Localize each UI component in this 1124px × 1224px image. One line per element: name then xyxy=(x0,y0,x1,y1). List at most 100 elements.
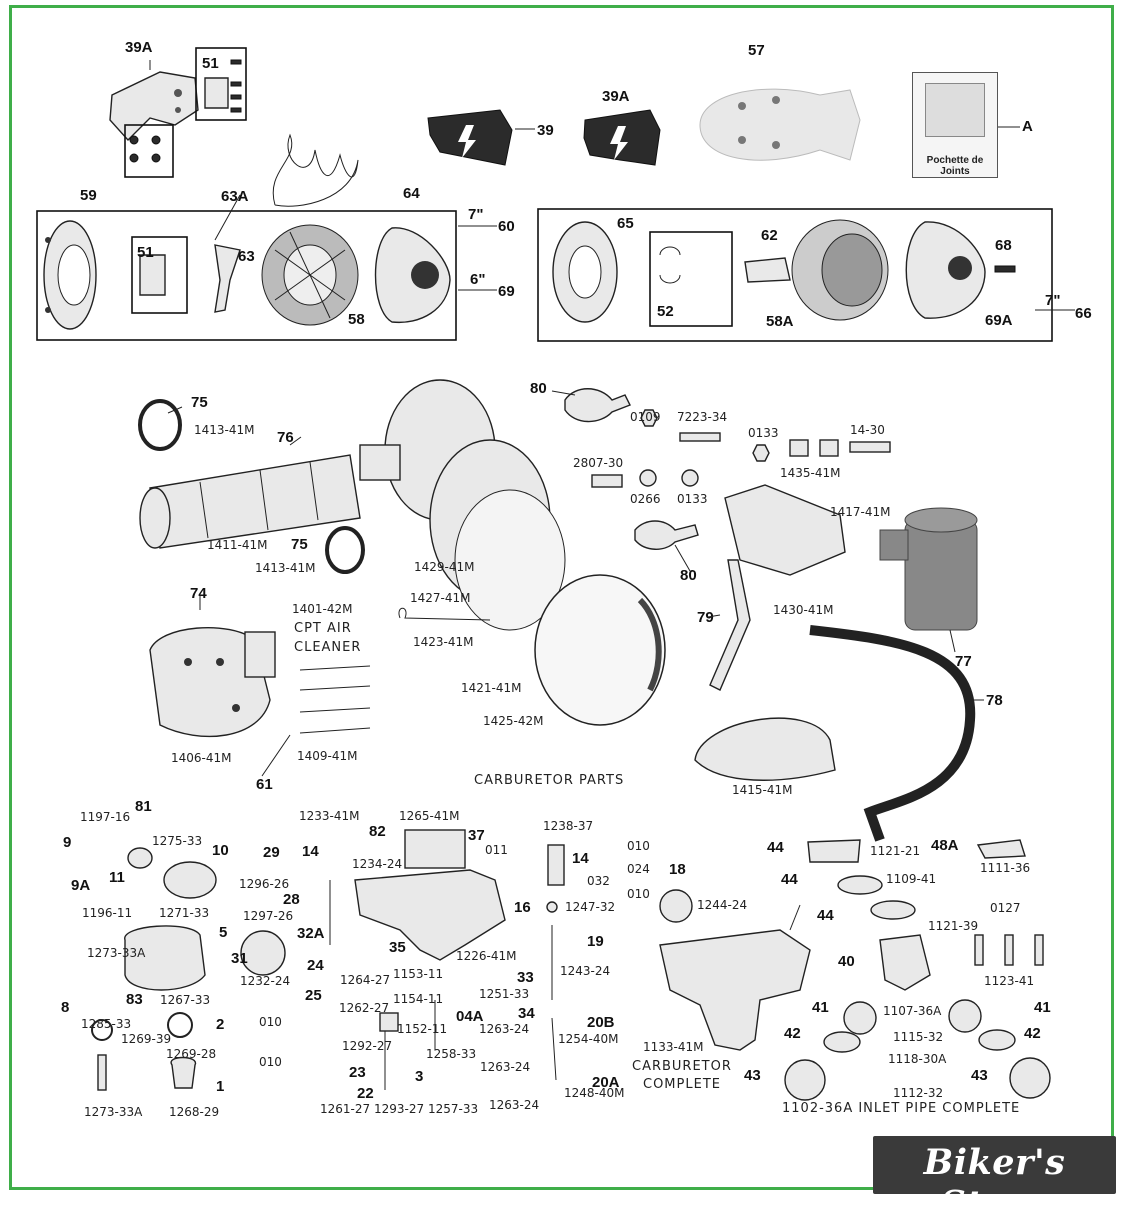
part-label: 1267-33 xyxy=(160,993,210,1007)
part-label: 44 xyxy=(781,871,798,888)
part-label: 65 xyxy=(617,215,634,232)
part-label: 62 xyxy=(761,227,778,244)
part-label: 1406-41M xyxy=(171,751,232,765)
part-label: 1275-33 xyxy=(152,834,202,848)
part-74-adapter xyxy=(149,626,276,738)
part-label: 59 xyxy=(80,187,97,204)
part-label: 1417-41M xyxy=(830,505,891,519)
part-label: 1429-41M xyxy=(414,560,475,574)
part-label: 1226-41M xyxy=(456,949,517,963)
part-76-hose xyxy=(139,454,361,549)
part-1421-41M-cover xyxy=(534,574,666,726)
air-cleaner-label-line2: CLEANER xyxy=(294,640,361,655)
part-label: 9 xyxy=(63,834,71,851)
callout: 39A xyxy=(125,39,153,56)
part-label: 010 xyxy=(627,839,650,853)
part-label: 010 xyxy=(259,1015,282,1029)
part-label: 82 xyxy=(369,823,386,840)
part-label: 1154-11 xyxy=(393,992,443,1006)
gasket-kit-logo xyxy=(925,83,985,137)
carb-body xyxy=(329,829,506,1090)
part-label: 1109-41 xyxy=(886,872,936,886)
part-label: 11 xyxy=(109,869,125,886)
part-label: 1152-11 xyxy=(397,1022,447,1036)
part-label: 1118-30A xyxy=(888,1052,947,1066)
part-label: 64 xyxy=(403,185,420,202)
part-39 xyxy=(427,109,513,166)
part-label: 0133 xyxy=(677,492,708,506)
part-label: 8 xyxy=(61,999,69,1016)
part-label: 40 xyxy=(838,953,855,970)
part-label: 52 xyxy=(657,303,674,320)
part-label: 1234-24 xyxy=(352,857,402,871)
part-label: 37 xyxy=(468,827,485,844)
part-59-backing-plate xyxy=(43,220,97,330)
spring-63A xyxy=(272,133,359,207)
part-label: 51 xyxy=(202,55,219,72)
part-label: 20B xyxy=(587,1014,615,1031)
part-label: 1409-41M xyxy=(297,749,358,763)
part-label: 51 xyxy=(137,244,154,261)
part-label: 24 xyxy=(307,957,324,974)
part-80-clamp xyxy=(564,388,699,550)
part-label: 78 xyxy=(986,692,1003,709)
part-label: 19 xyxy=(587,933,604,950)
part-label: 63A xyxy=(221,188,249,205)
part-label: 2807-30 xyxy=(573,456,623,470)
part-label: 66 xyxy=(1075,305,1092,322)
part-label: 1107-36A xyxy=(883,1004,942,1018)
part-label: 024 xyxy=(627,862,650,876)
part-39A-cover xyxy=(583,109,661,166)
part-label: 1273-33A xyxy=(84,1105,143,1119)
part-label: 42 xyxy=(784,1025,801,1042)
part-label: 1121-39 xyxy=(928,919,978,933)
carb-complete xyxy=(659,904,811,1051)
part-label: 1254-40M xyxy=(558,1032,619,1046)
hardware-right xyxy=(591,409,891,488)
part-75-clamp-upper xyxy=(138,399,182,451)
part-label: 79 xyxy=(697,609,714,626)
part-label: 1268-29 xyxy=(169,1105,219,1119)
part-1415-41M-shield xyxy=(694,717,836,781)
part-label: 1269-28 xyxy=(166,1047,216,1061)
part-label: 2 xyxy=(216,1016,224,1033)
part-label: 18 xyxy=(669,861,686,878)
part-label: 010 xyxy=(259,1055,282,1069)
inlet-pipe-label: 1102-36A INLET PIPE COMPLETE xyxy=(782,1101,1020,1116)
part-57-backplate xyxy=(699,88,861,161)
part-label: 74 xyxy=(190,585,207,602)
part-label: 1427-41M xyxy=(410,591,471,605)
part-label: 20A xyxy=(592,1074,620,1091)
part-label: 1293-27 xyxy=(374,1102,424,1116)
part-label: 5 xyxy=(219,924,227,941)
part-label: 032 xyxy=(587,874,610,888)
part-label: 44 xyxy=(817,907,834,924)
part-label: 48A xyxy=(931,837,959,854)
part-label: 0127 xyxy=(990,901,1021,915)
part-label: 1262-27 xyxy=(339,1001,389,1015)
part-label: 1153-11 xyxy=(393,967,443,981)
part-label: 39A xyxy=(602,88,630,105)
gasket-kit-label: Pochette de Joints xyxy=(926,155,984,177)
part-label: 80 xyxy=(530,380,547,397)
part-39A-bracket xyxy=(109,60,199,142)
part-label: 7" xyxy=(1045,292,1060,309)
carb-label-line1: CARBURETOR xyxy=(632,1059,732,1074)
part-label: 57 xyxy=(748,42,765,59)
part-label: 1296-26 xyxy=(239,877,289,891)
biker-store-logo: Biker's Store xyxy=(873,1136,1116,1224)
part-label: 1263-24 xyxy=(479,1022,529,1036)
part-label: 1273-33A xyxy=(87,946,146,960)
part-label: 69A xyxy=(985,312,1013,329)
part-label: 1401-42M xyxy=(292,602,353,616)
part-63-bracket xyxy=(214,244,241,313)
part-label: 1257-33 xyxy=(428,1102,478,1116)
part-label: 1269-39 xyxy=(121,1032,171,1046)
part-64-cover xyxy=(374,227,451,324)
part-label: 58 xyxy=(348,311,365,328)
part-label: 44 xyxy=(767,839,784,856)
part-label: 33 xyxy=(517,969,534,986)
part-label: 1247-32 xyxy=(565,900,615,914)
part-label: 0266 xyxy=(630,492,661,506)
part-label: 1292-27 xyxy=(342,1039,392,1053)
